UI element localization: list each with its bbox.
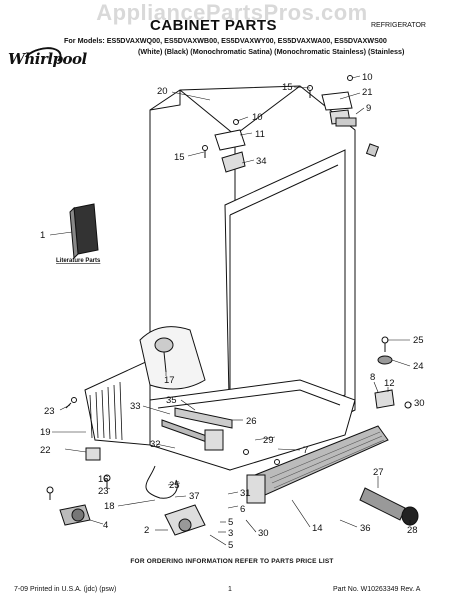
- watermark: AppliancePartsPros.com: [96, 0, 368, 25]
- callout-23: 23: [98, 486, 109, 497]
- callout-3: 3: [228, 528, 233, 539]
- callout-27: 27: [373, 467, 384, 478]
- callout-18: 18: [104, 501, 115, 512]
- page-title: CABINET PARTS: [150, 17, 278, 34]
- callout-24: 24: [413, 361, 424, 372]
- callout-34: 34: [256, 156, 267, 167]
- callout-25: 25: [413, 335, 424, 346]
- callout-5: 5: [228, 517, 233, 528]
- part-number: Part No. W10263349 Rev. A: [333, 586, 421, 593]
- callout-21: 21: [362, 87, 373, 98]
- callout-14: 14: [312, 523, 323, 534]
- callout-19: 19: [40, 427, 51, 438]
- callout-8: 8: [370, 372, 375, 383]
- callout-11: 11: [255, 129, 265, 140]
- leveling-roller: [359, 487, 406, 521]
- model-list: For Models: ES5DVAXWQ00, ES5DVAXWB00, ES…: [64, 36, 387, 45]
- callout-10: 10: [362, 72, 373, 83]
- print-info: 7-09 Printed in U.S.A. (jdc) (psw): [14, 586, 117, 593]
- page-subtitle: REFRIGERATOR: [371, 22, 426, 29]
- callout-6: 6: [240, 504, 245, 515]
- callout-7: 7: [303, 445, 308, 456]
- callout-4: 4: [103, 520, 108, 531]
- callout-20: 20: [157, 86, 168, 97]
- top-hinge-right: [321, 91, 353, 111]
- callout-33: 33: [130, 401, 141, 412]
- callout-15: 15: [282, 82, 293, 93]
- callout-26: 26: [246, 416, 257, 427]
- ordering-note: FOR ORDERING INFORMATION REFER TO PARTS …: [130, 558, 334, 565]
- brand-logo: Whirlpool: [8, 50, 87, 68]
- callout-10: 10: [252, 112, 263, 123]
- callout-32: 32: [150, 439, 161, 450]
- callout-28: 28: [407, 525, 418, 536]
- callout-37: 37: [189, 491, 200, 502]
- color-list: (White) (Black) (Monochromatic Satina) (…: [138, 47, 405, 56]
- callout-17: 17: [164, 375, 175, 386]
- callout-30: 30: [258, 528, 269, 539]
- callout-25: 25: [169, 480, 180, 491]
- callout-29: 29: [263, 435, 274, 446]
- callout-9: 9: [366, 103, 371, 114]
- callout-30: 30: [414, 398, 425, 409]
- literature-label: Literature Parts: [56, 258, 101, 264]
- callout-5: 5: [228, 540, 233, 551]
- top-hinge-left: [214, 129, 246, 151]
- callout-16: 16: [98, 474, 109, 485]
- callout-1: 1: [40, 230, 45, 241]
- page-number: 1: [228, 586, 232, 593]
- support-rail: [174, 407, 233, 429]
- callout-23: 23: [44, 406, 55, 417]
- callout-22: 22: [40, 445, 51, 456]
- callout-15: 15: [174, 152, 185, 163]
- callout-2: 2: [144, 525, 149, 536]
- callout-31: 31: [240, 488, 251, 499]
- callout-12: 12: [384, 378, 395, 389]
- callout-35: 35: [166, 395, 177, 406]
- callout-36: 36: [360, 523, 371, 534]
